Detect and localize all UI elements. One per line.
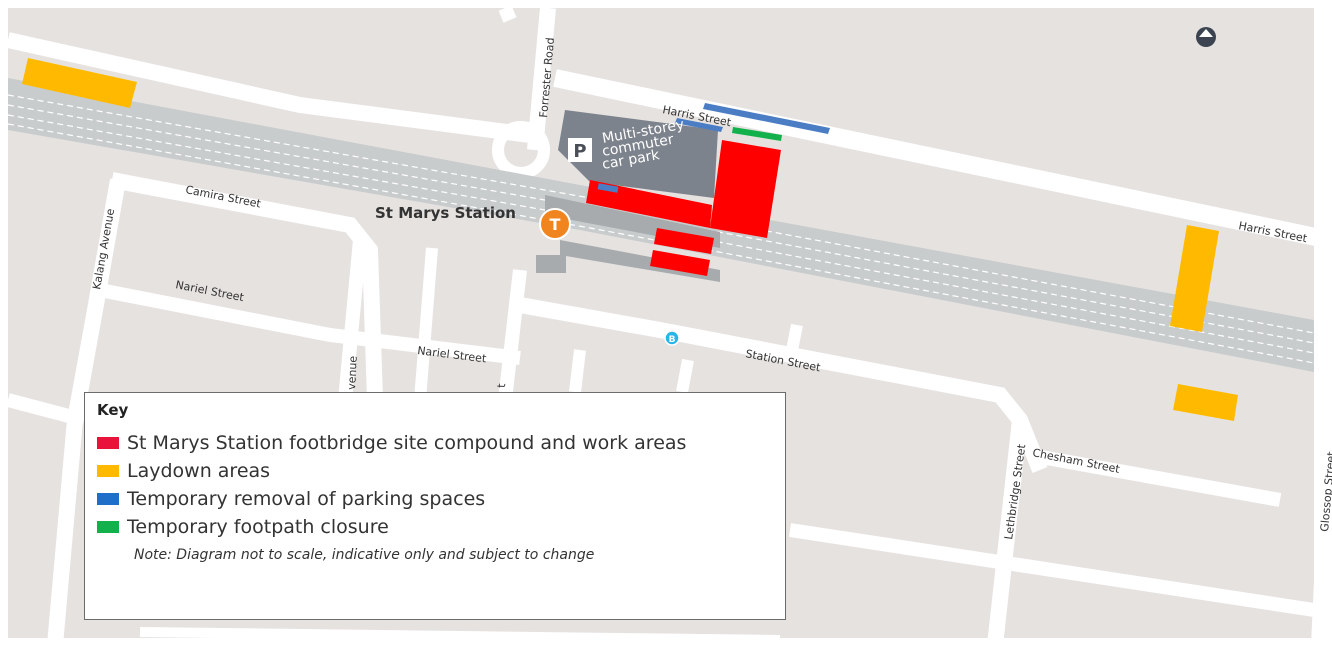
legend-item-footpath-closure: Temporary footpath closure: [97, 513, 773, 541]
legend-label-footpath-closure: Temporary footpath closure: [127, 516, 389, 538]
work-area-platform-1: [654, 228, 714, 254]
legend-swatch-parking-removal: [97, 493, 119, 505]
bus-stop-icon: B: [664, 330, 680, 346]
legend-swatch-laydown-areas: [97, 465, 119, 477]
work-area-station: [586, 180, 712, 228]
bus-icon-letter: B: [669, 335, 676, 345]
street-label-partial-street: t: [495, 382, 508, 388]
work-areas: [586, 140, 781, 276]
station-label: St Marys Station: [375, 204, 516, 222]
legend-label-parking-removal: Temporary removal of parking spaces: [127, 488, 486, 510]
road-network: [6, 5, 1332, 645]
work-area-platform-2: [650, 250, 710, 276]
laydown-areas: [22, 58, 1238, 421]
legend-label-laydown-areas: Laydown areas: [127, 460, 271, 482]
train-icon-letter: T: [550, 215, 561, 234]
north-letter: N: [1203, 38, 1209, 46]
parking-removal-areas: [597, 103, 830, 193]
map-legend: Key St Marys Station footbridge site com…: [84, 392, 786, 620]
legend-label-work-areas: St Marys Station footbridge site compoun…: [127, 432, 687, 454]
legend-title: Key: [97, 401, 129, 419]
legend-item-work-areas: St Marys Station footbridge site compoun…: [97, 429, 773, 457]
work-area-north: [710, 140, 781, 238]
north-arrow-icon: N: [1196, 27, 1216, 47]
laydown-area-southeast: [1173, 384, 1238, 421]
parking-letter: P: [573, 141, 586, 162]
legend-item-laydown-areas: Laydown areas: [97, 457, 773, 485]
parking-icon: [568, 138, 592, 162]
legend-note: Note: Diagram not to scale, indicative o…: [134, 547, 595, 563]
legend-item-parking-removal: Temporary removal of parking spaces: [97, 485, 773, 513]
street-label-partial-avenue: venue: [345, 355, 360, 390]
laydown-area-east: [1170, 225, 1219, 332]
carpark-building: [558, 110, 718, 198]
laydown-area-west: [22, 58, 137, 108]
legend-swatch-footpath-closure: [97, 521, 119, 533]
footpath-closure-areas: [732, 127, 782, 141]
legend-swatch-work-areas: [97, 437, 119, 449]
train-station-icon: T: [539, 208, 571, 240]
